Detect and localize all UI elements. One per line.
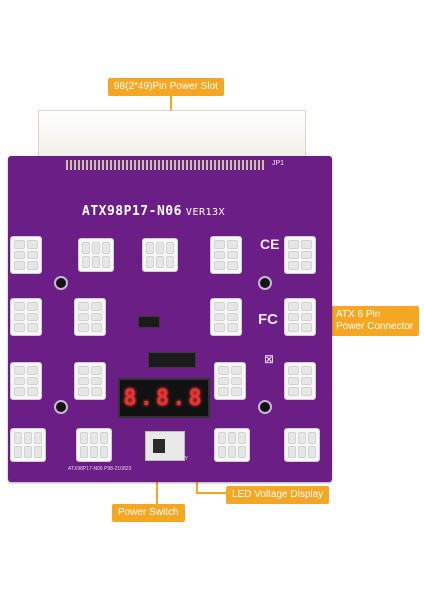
atx-6pin-connector bbox=[10, 428, 46, 462]
switch-knob[interactable] bbox=[153, 439, 165, 453]
led-display-leader-horizontal bbox=[196, 492, 226, 494]
atx-6pin-connector bbox=[10, 298, 42, 336]
atx-6pin-connector bbox=[284, 298, 316, 336]
slot-pins bbox=[66, 160, 266, 170]
atx-callout-line2: Power Connector bbox=[336, 321, 414, 332]
power-switch[interactable] bbox=[145, 431, 185, 461]
atx-6pin-connector bbox=[284, 236, 316, 274]
atx-6pin-connector bbox=[10, 236, 42, 274]
atx-6pin-connector bbox=[214, 428, 250, 462]
atx-6pin-connector bbox=[142, 238, 178, 272]
atx-6pin-connector bbox=[284, 362, 316, 400]
pcb-marking: ATX98P17-N06 P98-210823 bbox=[68, 466, 132, 472]
power-switch-callout: Power Switch bbox=[112, 504, 185, 522]
board-version: VER13X bbox=[185, 207, 226, 218]
atx-callout-line1: ATX 6 Pin bbox=[336, 309, 381, 320]
atx-6pin-connector bbox=[78, 238, 114, 272]
fcc-mark: FC bbox=[258, 311, 278, 328]
atx-6pin-connector bbox=[10, 362, 42, 400]
atx-6pin-connector bbox=[76, 428, 112, 462]
atx-6pin-connector bbox=[74, 298, 106, 336]
ce-mark: CE bbox=[260, 236, 280, 252]
regulator-chip bbox=[148, 352, 196, 368]
jumper-label: JP1 bbox=[271, 160, 284, 167]
switch-label: KEY bbox=[178, 456, 189, 462]
atx-6pin-connector bbox=[210, 298, 242, 336]
mounting-hole bbox=[54, 400, 68, 414]
model-name: ATX98P17-N06 bbox=[82, 204, 182, 219]
led-voltage-display: 8.8.8 bbox=[118, 378, 210, 418]
controller-chip bbox=[138, 316, 160, 328]
atx-6pin-connector bbox=[210, 236, 242, 274]
atx-6pin-connector bbox=[214, 362, 246, 400]
power-slot-callout: 98(2*49)Pin Power Slot bbox=[108, 78, 224, 96]
mounting-hole bbox=[54, 276, 68, 290]
mounting-hole bbox=[258, 276, 272, 290]
atx-6pin-connector bbox=[74, 362, 106, 400]
power-slot-connector bbox=[38, 110, 306, 162]
led-readout: 8.8.8 bbox=[123, 385, 205, 411]
weee-bin-icon: ⊠ bbox=[264, 352, 275, 366]
atx-6pin-connector bbox=[284, 428, 320, 462]
mounting-hole bbox=[258, 400, 272, 414]
atx-connector-callout: ATX 6 Pin Power Connector bbox=[330, 306, 420, 336]
led-display-callout: LED Voltage Display bbox=[226, 486, 330, 504]
